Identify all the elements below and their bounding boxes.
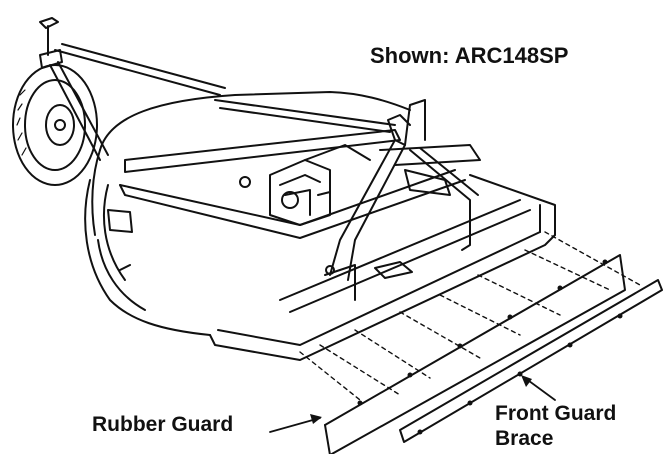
rubber-guard-label: Rubber Guard (92, 413, 234, 436)
front-guard-brace-label-line2: Brace (495, 427, 554, 450)
rubber-guard-leader (269, 417, 321, 433)
rubber-guard-strip (324, 254, 626, 454)
alignment-lines (299, 231, 641, 401)
front-guard-brace-bar (399, 279, 663, 443)
a-frame-hitch (324, 99, 479, 301)
gearbox (239, 144, 371, 226)
front-guard-brace-label-line1: Front Guard (495, 402, 617, 425)
mower-deck (84, 91, 556, 361)
bolt-holes (357, 259, 623, 435)
top-braces (124, 99, 481, 196)
arrowhead-front-guard-brace (521, 375, 532, 387)
model-caption: Shown: ARC148SP (370, 43, 569, 68)
tail-wheel (12, 17, 226, 186)
arrowhead-rubber-guard (310, 414, 322, 424)
